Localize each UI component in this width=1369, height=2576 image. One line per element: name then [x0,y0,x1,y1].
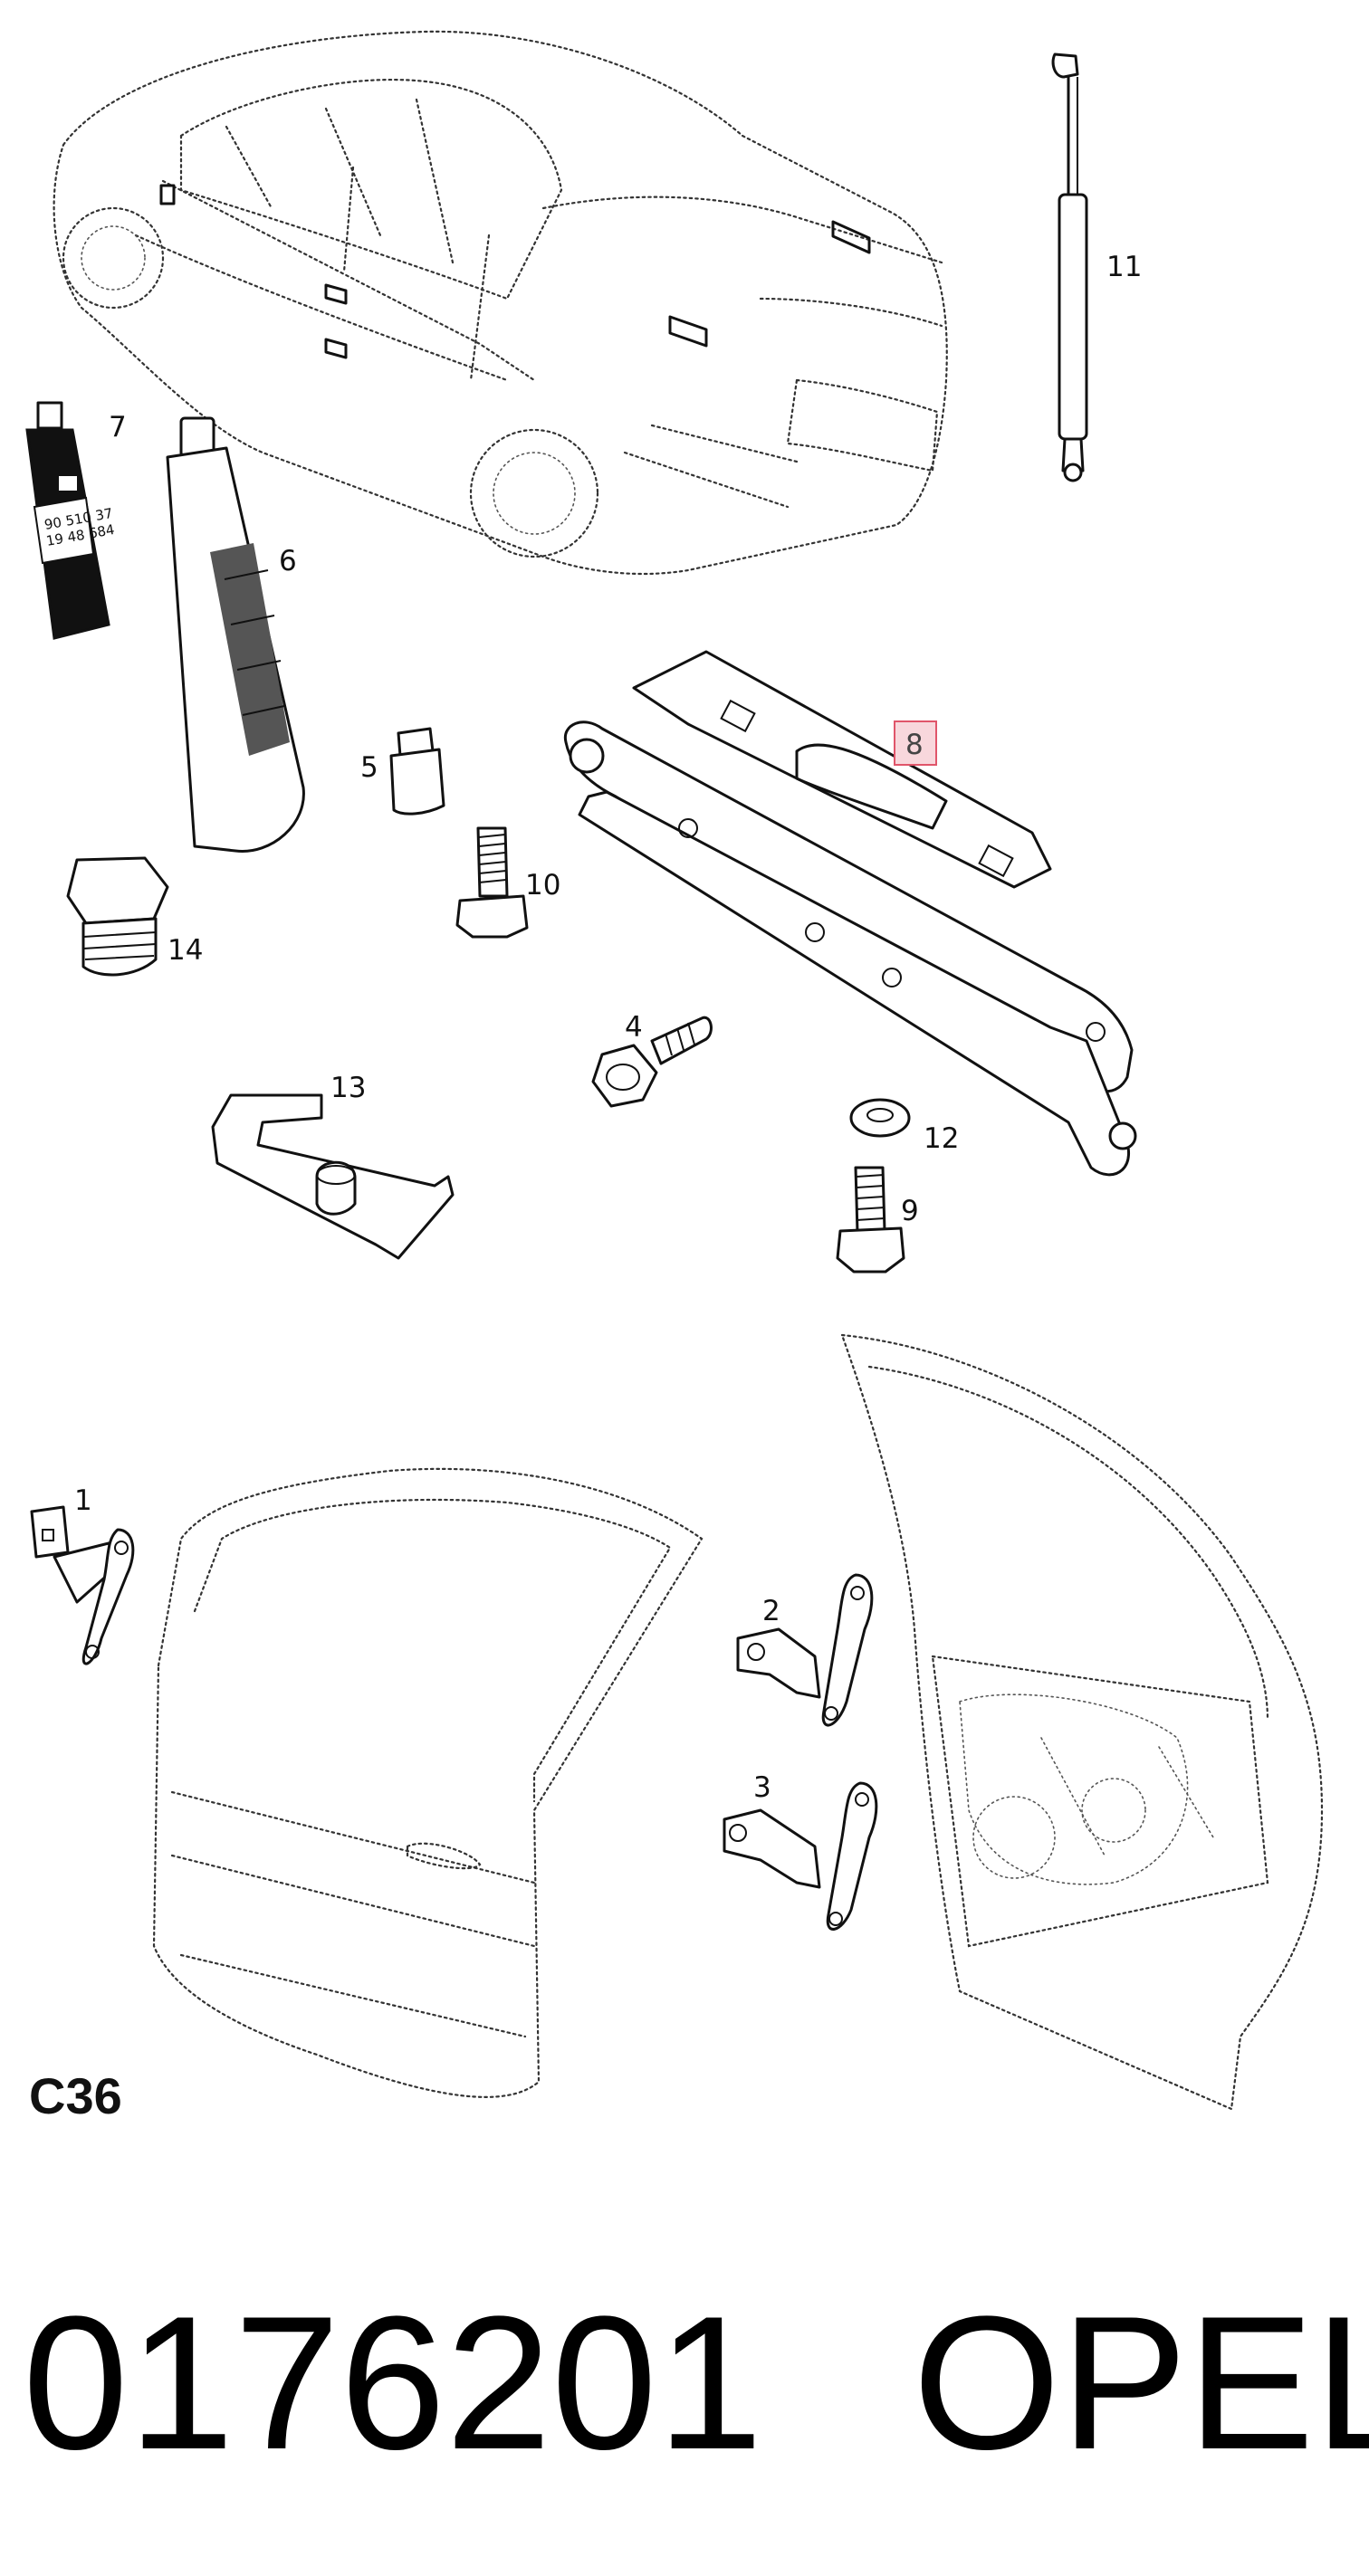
part-4-flange-bolt[interactable] [591,1016,713,1108]
callout-13: 13 [330,1072,366,1104]
part-9-bolt[interactable] [836,1166,905,1274]
part-6-grease-tube[interactable] [166,416,305,853]
sedan-car-illustration [53,30,948,576]
diagram-code: C36 [29,2067,122,2124]
part-14-hex-plug[interactable] [66,856,169,977]
part-1-door-hinge[interactable] [30,1505,135,1665]
part-5-plug[interactable] [389,727,445,816]
part-3-door-hinge[interactable] [723,1781,878,1931]
callout-6: 6 [279,545,297,577]
callout-8: 8 [905,729,924,761]
callout-4: 4 [625,1011,643,1044]
front-door-illustration [152,1467,704,2098]
brand-name: OPEL [913,2276,1369,2489]
callout-14: 14 [168,934,203,967]
part-11-gas-strut[interactable] [1051,52,1088,482]
part-number: 0176201 [23,2276,763,2489]
callout-1: 1 [74,1484,92,1517]
callout-3: 3 [753,1771,771,1804]
callout-7: 7 [109,411,127,444]
part-12-washer[interactable] [849,1098,911,1138]
callout-12: 12 [924,1122,959,1155]
part-10-bolt[interactable] [455,826,529,939]
callout-2: 2 [762,1595,780,1627]
part-7-sealant-tube[interactable]: 90 510 37 19 48 684 [25,401,116,640]
part-2-door-hinge[interactable] [736,1573,874,1727]
callout-11: 11 [1106,251,1142,283]
rear-door-illustration [840,1333,1324,2111]
part-8-hinge-assembly[interactable] [563,650,1137,1177]
callout-10: 10 [525,869,560,902]
part-8-highlight-box [894,720,937,766]
callout-5: 5 [360,751,378,784]
part-13-clip[interactable] [211,1093,455,1260]
callout-9: 9 [901,1195,919,1227]
